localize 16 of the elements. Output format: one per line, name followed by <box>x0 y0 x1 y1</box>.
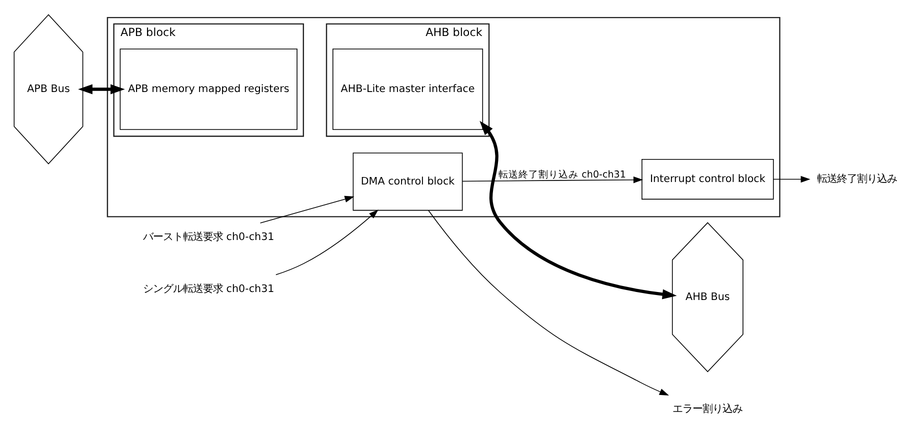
node-box: AHB-Lite master interface <box>332 48 484 130</box>
node-text: 転送終了割り込み <box>817 172 898 185</box>
arrow <box>773 176 810 183</box>
node-box: DMA control block <box>352 152 463 211</box>
node-text: シングル転送要求 ch0-ch31 <box>142 282 274 295</box>
node-box: Interrupt control block <box>642 158 774 200</box>
arrow <box>78 84 125 94</box>
edge-label: 転送終了割り込み ch0-ch31 <box>498 169 626 180</box>
node-text: エラー割り込み <box>672 403 743 416</box>
arrow <box>462 176 644 184</box>
arrow <box>428 210 669 396</box>
node-text: バースト転送要求 ch0-ch31 <box>142 231 274 244</box>
arrow <box>260 196 354 224</box>
arrow <box>480 120 677 300</box>
arrow <box>276 210 378 276</box>
node-box: APB memory mapped registers <box>120 48 298 130</box>
